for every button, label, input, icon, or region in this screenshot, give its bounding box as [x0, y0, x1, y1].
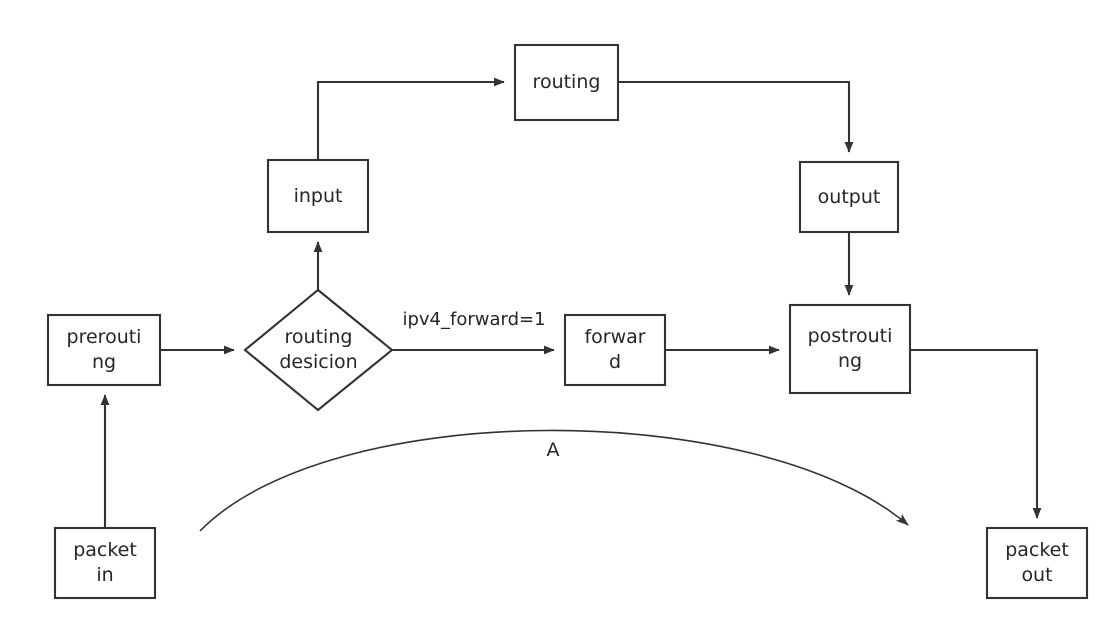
node-prerouting[interactable] [46, 313, 162, 387]
edge-input-to-routing [316, 77, 505, 160]
edge-arc-a [199, 429, 909, 532]
edge-routing-to-output [618, 80, 854, 153]
node-postrouting[interactable] [788, 303, 912, 395]
node-packet-in[interactable] [53, 526, 157, 600]
node-routing[interactable] [513, 43, 620, 122]
node-packet-out[interactable] [985, 526, 1089, 600]
node-input[interactable] [266, 158, 370, 234]
node-output[interactable] [798, 160, 900, 234]
node-routing-decision[interactable] [243, 288, 394, 412]
edge-postrouting-to-packet-out [910, 348, 1042, 519]
node-forward[interactable] [563, 313, 667, 387]
